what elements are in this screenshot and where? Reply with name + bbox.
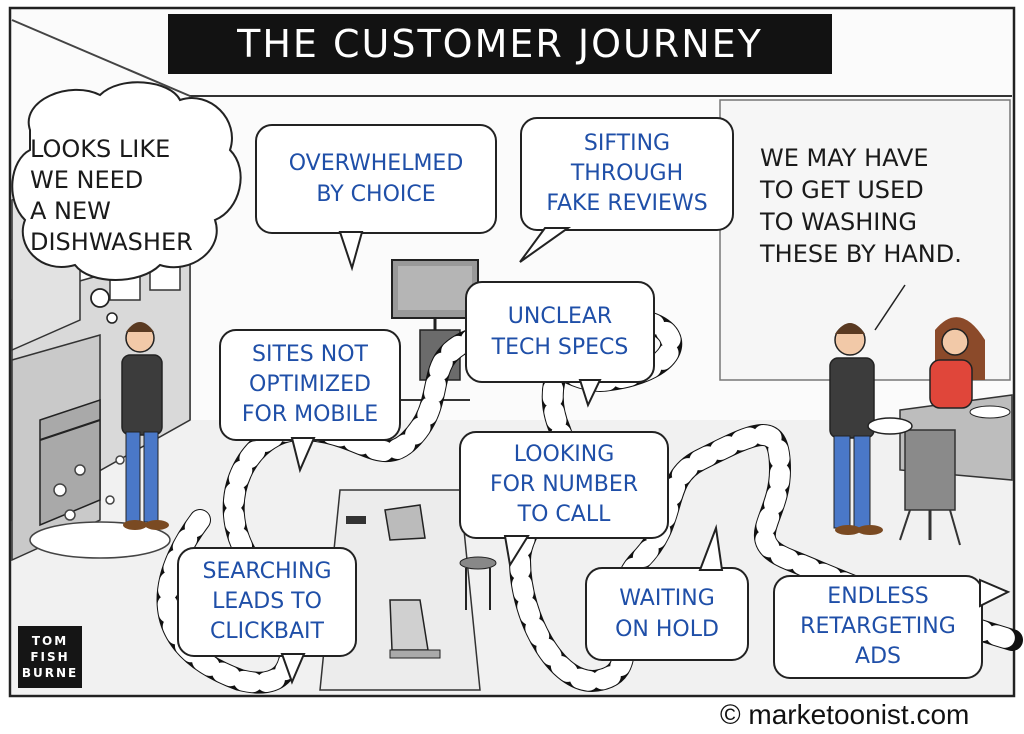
- bubble-shapes: [177, 117, 1011, 685]
- thought-line: A NEW: [30, 197, 111, 225]
- man-holding-plate: [829, 323, 913, 535]
- step-line: SITES NOT: [252, 342, 368, 367]
- step-line: TECH SPECS: [491, 335, 629, 360]
- step-line: LOOKING: [513, 442, 615, 467]
- logo-line: TOM: [31, 634, 69, 648]
- plate: [867, 417, 913, 435]
- step-line: FOR MOBILE: [241, 402, 379, 427]
- step-line: BY CHOICE: [316, 182, 436, 207]
- counter-with-devices: [319, 489, 497, 691]
- thought-bubble-text: LOOKS LIKE WE NEED A NEW DISHWASHER: [30, 134, 193, 258]
- step-line: ADS: [855, 644, 901, 669]
- step-clickbait: SEARCHING LEADS TO CLICKBAIT: [178, 548, 356, 656]
- step-looking-for-number: LOOKING FOR NUMBER TO CALL: [460, 432, 668, 538]
- step-line: UNCLEAR: [507, 304, 613, 329]
- step-line: ENDLESS: [827, 584, 929, 609]
- artist-logo: TOM FISH BURNE: [18, 626, 82, 688]
- step-line: TO CALL: [517, 502, 611, 527]
- step-line: CLICKBAIT: [210, 619, 324, 644]
- speech-line: WE MAY HAVE: [760, 144, 929, 172]
- speech-line: TO WASHING: [760, 208, 917, 236]
- step-line: SIFTING: [583, 131, 671, 156]
- dining-table: [899, 394, 1013, 546]
- step-line: FAKE REVIEWS: [546, 191, 708, 216]
- logo-line: FISH: [30, 650, 70, 664]
- step-retargeting-ads: ENDLESS RETARGETING ADS: [774, 576, 982, 678]
- logo-line: BURNE: [21, 666, 79, 680]
- credit-line: © marketoonist.com: [720, 699, 970, 730]
- step-waiting-on-hold: WAITING ON HOLD: [586, 568, 748, 660]
- speech-text: WE MAY HAVE TO GET USED TO WASHING THESE…: [760, 142, 962, 270]
- speech-line: TO GET USED: [760, 176, 924, 204]
- step-line: FOR NUMBER: [489, 472, 639, 497]
- step-line: WAITING: [619, 586, 715, 611]
- step-line: OVERWHELMED: [288, 151, 464, 176]
- woman-at-table: [929, 317, 1011, 419]
- man-at-dishwasher: [121, 322, 169, 530]
- step-line: OPTIMIZED: [249, 372, 371, 397]
- step-line: RETARGETING: [800, 614, 956, 639]
- water-puddle: [29, 455, 171, 559]
- step-line: ON HOLD: [615, 617, 719, 642]
- step-unclear-tech-specs: UNCLEAR TECH SPECS: [466, 282, 654, 382]
- step-fake-reviews: SIFTING THROUGH FAKE REVIEWS: [521, 118, 733, 230]
- step-overwhelmed-by-choice: OVERWHELMED BY CHOICE: [256, 125, 496, 233]
- thought-line: WE NEED: [30, 166, 144, 194]
- title-banner: THE CUSTOMER JOURNEY: [168, 14, 832, 74]
- step-line: SEARCHING: [202, 559, 332, 584]
- thought-cloud-shape: [11, 81, 242, 281]
- step-sites-not-optimized: SITES NOT OPTIMIZED FOR MOBILE: [220, 330, 400, 440]
- step-line: THROUGH: [570, 161, 684, 186]
- thought-line: DISHWASHER: [30, 228, 193, 256]
- step-line: LEADS TO: [212, 589, 322, 614]
- speech-line: THESE BY HAND.: [760, 240, 962, 268]
- thought-line: LOOKS LIKE: [30, 135, 171, 163]
